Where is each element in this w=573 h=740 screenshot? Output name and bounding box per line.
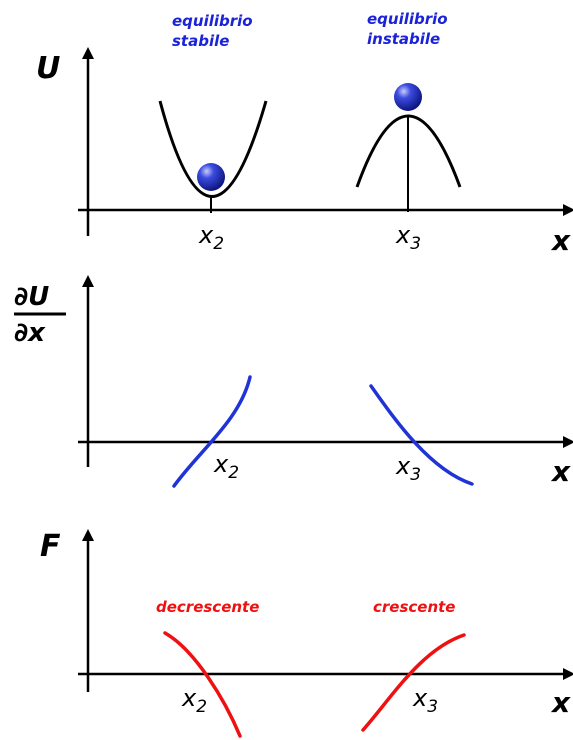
du-x-label: x	[550, 455, 571, 488]
derivative-panel: ∂U ∂x x x2 x3	[14, 278, 572, 488]
du-tick-x2: x2	[213, 450, 239, 483]
du-y-label-numerator: ∂U	[14, 282, 49, 312]
u-tick-x3: x3	[395, 221, 421, 254]
stable-ball	[197, 163, 225, 191]
u-tick-x2: x2	[198, 221, 224, 254]
u-y-label: U	[36, 51, 60, 86]
stable-equilibrium-label-2: stabile	[172, 32, 229, 50]
force-panel: F x decrescente crescente x2 x3	[40, 529, 572, 736]
unstable-equilibrium-label: equilibrio	[367, 10, 448, 28]
force-curve-stable	[165, 633, 240, 736]
crescente-label: crescente	[373, 598, 455, 616]
du-y-label-denominator: ∂x	[14, 318, 46, 348]
f-tick-x2: x2	[181, 684, 207, 717]
potential-panel: U x equilibrio stabile equilibrio instab…	[36, 10, 572, 257]
f-tick-x3: x3	[412, 684, 438, 717]
decrescente-label: decrescente	[156, 598, 259, 616]
stable-equilibrium-label: equilibrio	[172, 12, 253, 30]
unstable-ball	[394, 83, 422, 111]
f-y-label: F	[40, 529, 61, 564]
f-x-label: x	[550, 686, 571, 719]
derivative-curve-unstable	[371, 386, 472, 484]
unstable-equilibrium-label-2: instabile	[367, 30, 440, 48]
force-curve-unstable	[363, 635, 464, 730]
u-x-label: x	[550, 224, 571, 257]
du-tick-x3: x3	[395, 452, 421, 485]
